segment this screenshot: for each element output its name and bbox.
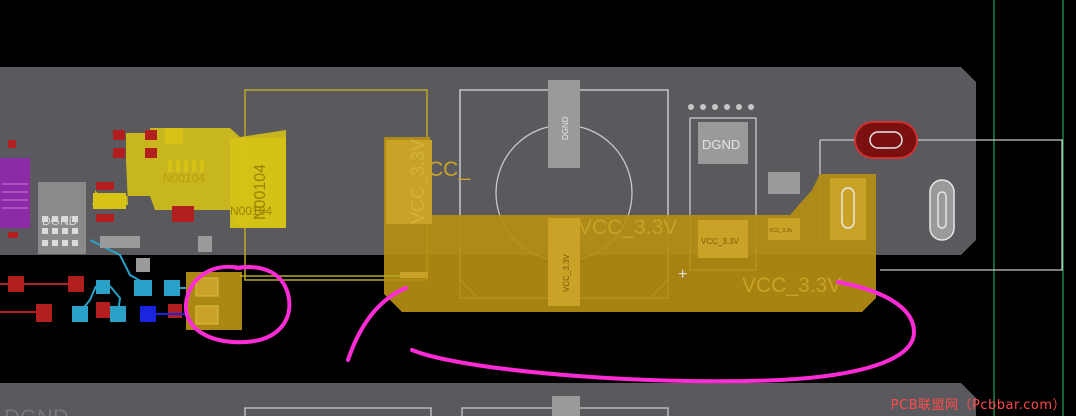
pad-dgnd-cap[interactable] [548, 80, 580, 168]
pad-copper-circled-top[interactable] [195, 277, 219, 297]
pad-vcc-cap[interactable] [548, 218, 580, 306]
ic-purple-stripes [2, 183, 28, 209]
pad-small-grey[interactable] [768, 172, 800, 194]
watermark: PCB联盟网（Pcbbar.com） [890, 398, 1066, 413]
slot-usb-red-inner [869, 131, 903, 149]
smd-pads-blue[interactable] [140, 306, 156, 322]
label-net-rotated: N00104 [252, 164, 269, 220]
markup-arc-left [346, 286, 408, 362]
label-vcc-partial: VCC_ [414, 158, 470, 181]
smd-pads-cyan[interactable] [72, 280, 180, 322]
label-vcc-main: VCC_3.3V [578, 216, 677, 239]
label-vcc-right: VCC_3.3V [742, 274, 841, 297]
label-vcc-small-pad: VCC_3.3V [701, 237, 739, 246]
chip-pins [168, 160, 204, 172]
ic-purple[interactable] [0, 158, 30, 228]
label-dgnd-vertical: DGND [561, 116, 570, 140]
copper-trace-connector [400, 272, 428, 278]
pad-dgnd-regulator[interactable] [698, 122, 748, 164]
markup-annotations [183, 264, 917, 384]
silk-dots [688, 104, 754, 110]
slot-usb-gnd-inner [937, 191, 947, 229]
copper-pour-vcc[interactable] [384, 137, 876, 312]
slot-usb-red[interactable] [854, 121, 918, 159]
ic-dgnd-pins [42, 216, 78, 246]
label-net-top: N00104 [163, 171, 205, 185]
pad-lower-grey [552, 396, 580, 416]
pad-yellow-small[interactable] [165, 128, 183, 144]
pad-copper-circled-bottom[interactable] [195, 305, 219, 325]
pad-yellow-left[interactable] [93, 193, 126, 209]
pad-inductor[interactable] [230, 138, 286, 228]
slot-usb-vcc [841, 187, 855, 229]
slot-usb-gnd [929, 179, 955, 241]
label-dgnd-chip: DGND [42, 214, 78, 228]
markup-loop-large [410, 280, 917, 384]
label-vcc-vertical-pad: VCC_3.3V [562, 254, 571, 292]
pad-small-vcc[interactable] [768, 218, 800, 240]
label-net-bottom: N00104 [230, 204, 272, 218]
label-vcc-small-right: VCC_3.3V [769, 228, 793, 234]
pad-vcc-left[interactable] [386, 140, 432, 224]
label-vcc-rotated: VCC_3.3V [408, 139, 429, 224]
markup-circle-small [183, 264, 292, 345]
silk-plus: + [678, 266, 687, 283]
board-outline-lower [0, 383, 976, 416]
label-dgnd-bottom: DGND [4, 405, 69, 416]
small-grey-parts [100, 236, 212, 272]
label-dgnd-box: DGND [702, 137, 740, 152]
silk-lower-left [244, 407, 432, 416]
pad-vcc-regulator[interactable] [698, 220, 748, 258]
